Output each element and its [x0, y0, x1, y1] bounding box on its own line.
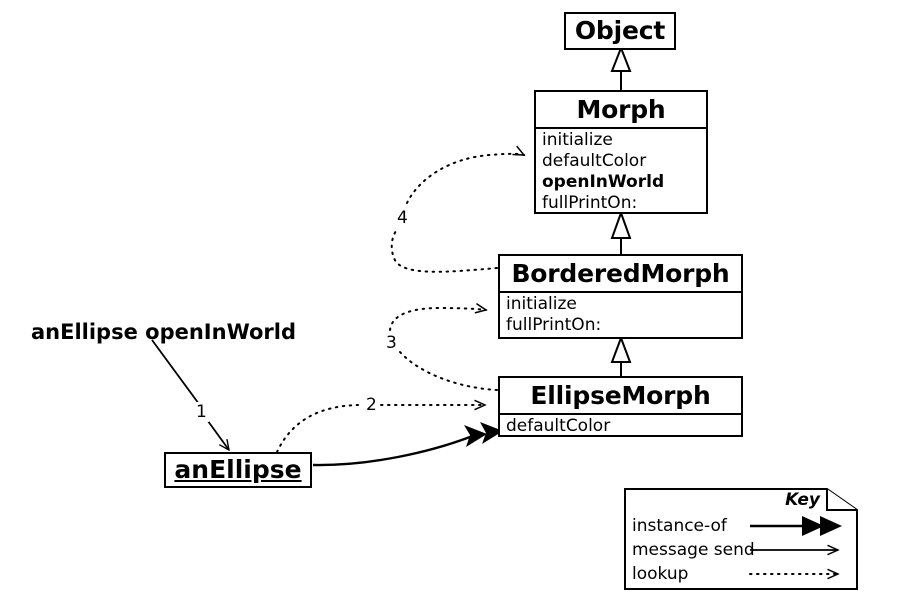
key-row-label-lookup: lookup [632, 564, 689, 584]
class-members-ellipsemorph: defaultColor [500, 415, 741, 439]
class-member: defaultColor [542, 151, 647, 171]
generalization-ellipse-bordered [610, 335, 632, 376]
class-member: initialize [506, 294, 577, 314]
class-members-borderedmorph: initialize fullPrintOn: [500, 293, 741, 338]
class-box-morph[interactable]: Morph initialize defaultColor openInWorl… [534, 90, 708, 214]
class-name-borderedmorph: BorderedMorph [500, 256, 741, 293]
key-folded-corner [826, 489, 857, 511]
class-member: defaultColor [506, 416, 611, 436]
step-number-3: 3 [384, 333, 399, 353]
key-row-label-instance-of: instance-of [632, 516, 727, 536]
class-members-morph: initialize defaultColor openInWorld full… [536, 129, 706, 216]
class-member: fullPrintOn: [506, 315, 602, 335]
class-member: openInWorld [542, 172, 665, 192]
generalization-morph-object [610, 45, 632, 90]
key-legend-graphics [624, 488, 858, 590]
key-row-label-message-send: message send [632, 540, 755, 560]
class-name-morph: Morph [536, 92, 706, 129]
class-name-object: Object [574, 16, 666, 45]
instance-of-arrow [312, 422, 503, 467]
key-note-shape [624, 488, 858, 590]
class-member: initialize [542, 130, 613, 150]
class-name-ellipsemorph: EllipseMorph [500, 378, 741, 415]
message-send-arrow-1 [151, 339, 229, 450]
instance-box-anellipse[interactable]: anEllipse [164, 452, 312, 488]
class-box-ellipsemorph[interactable]: EllipseMorph defaultColor [498, 376, 743, 437]
key-legend: Key instance-of message send lookup [624, 488, 858, 598]
step-number-1: 1 [194, 402, 209, 422]
class-box-object[interactable]: Object [564, 12, 676, 50]
lookup-arrow-4 [390, 154, 524, 273]
key-title: Key [785, 490, 820, 510]
lookup-arrow-2 [276, 405, 485, 453]
generalization-bordered-morph [610, 210, 632, 254]
message-expression-label: anEllipse openInWorld [31, 320, 296, 344]
class-box-borderedmorph[interactable]: BorderedMorph initialize fullPrintOn: [498, 254, 743, 339]
step-number-4: 4 [395, 208, 410, 228]
step-number-2: 2 [364, 395, 379, 415]
instance-name: anEllipse [174, 455, 302, 484]
class-member: fullPrintOn: [542, 193, 638, 213]
lookup-arrow-3 [389, 308, 498, 391]
key-arrow-instance-of [750, 516, 842, 536]
